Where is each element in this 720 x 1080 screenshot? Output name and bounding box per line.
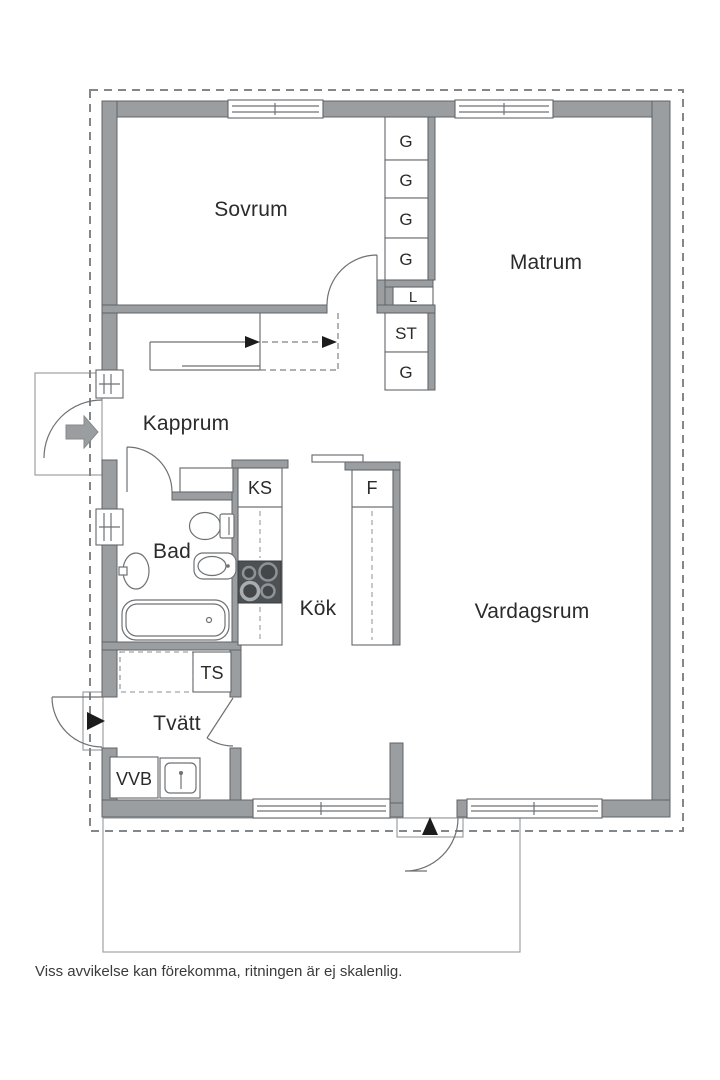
doors <box>43 254 459 872</box>
laundry-entrance-arrow-icon <box>87 712 105 730</box>
window-hall-left <box>95 369 124 399</box>
room-label-tvatt: Tvätt <box>153 712 201 735</box>
room-label-matrum: Matrum <box>510 251 582 274</box>
room-label-kapprum: Kapprum <box>143 412 230 435</box>
kitchen-shelf <box>311 454 364 463</box>
staircase <box>149 313 339 371</box>
door-laundry-interior <box>206 697 234 747</box>
appliance-label-ts: TS <box>200 663 223 683</box>
room-label-sovrum: Sovrum <box>214 198 288 221</box>
stove-symbol <box>237 560 282 604</box>
washer-space-dashed <box>119 651 194 693</box>
drying-cabinet-box <box>192 651 232 693</box>
appliance-label-ks: KS <box>248 478 272 498</box>
laundry-fixtures <box>109 651 232 799</box>
entrance-porch <box>34 372 103 476</box>
dashed-boundary <box>89 89 684 832</box>
door-patio <box>404 817 459 872</box>
windows <box>95 99 603 819</box>
closet-label-g4: G <box>399 250 412 269</box>
closet-label-g3: G <box>399 210 412 229</box>
window-bottom-left <box>252 798 391 819</box>
hall-shelf <box>179 467 234 493</box>
disclaimer-caption: Viss avvikelse kan förekomma, ritningen … <box>35 963 403 980</box>
kitchen-units <box>237 454 394 646</box>
patio-outline <box>102 817 521 953</box>
door-laundry-exterior <box>51 696 103 748</box>
door-bedroom <box>326 254 378 306</box>
labels: Sovrum Matrum Kapprum Bad Kök Vardagsrum… <box>116 132 589 789</box>
closet-label-g5: G <box>399 363 412 382</box>
window-bath-left <box>95 508 124 546</box>
door-bathroom <box>126 446 173 493</box>
toilet-symbol <box>188 511 235 541</box>
walls <box>101 100 671 818</box>
appliance-label-vvb: VVB <box>116 769 152 789</box>
closet-label-st: ST <box>395 324 417 343</box>
water-heater-box <box>109 756 159 799</box>
room-label-vardagsrum: Vardagsrum <box>475 600 590 623</box>
window-dining <box>454 99 554 119</box>
room-label-kok: Kök <box>300 597 337 620</box>
bathtub-symbol <box>121 599 230 641</box>
round-sink-symbol <box>118 552 150 590</box>
bathroom-fixtures <box>118 511 237 641</box>
patio-entrance-arrow-icon <box>422 817 438 835</box>
room-label-bad: Bad <box>153 540 191 563</box>
closet-label-g1: G <box>399 132 412 151</box>
appliance-label-f: F <box>367 478 378 498</box>
closet-label-g2: G <box>399 171 412 190</box>
closet-label-l: L <box>409 289 417 306</box>
washbasin-symbol <box>193 552 237 580</box>
closet-column <box>384 116 434 391</box>
main-entrance-arrow-icon <box>65 414 99 450</box>
door-main-entrance <box>43 399 103 459</box>
entry-arrows <box>65 414 438 835</box>
window-bottom-right <box>466 798 603 819</box>
stairs-arrow-1-icon <box>245 336 260 348</box>
stairs-arrow-2-icon <box>322 336 337 348</box>
window-bedroom <box>227 99 324 119</box>
laundry-sink-symbol <box>159 757 201 799</box>
